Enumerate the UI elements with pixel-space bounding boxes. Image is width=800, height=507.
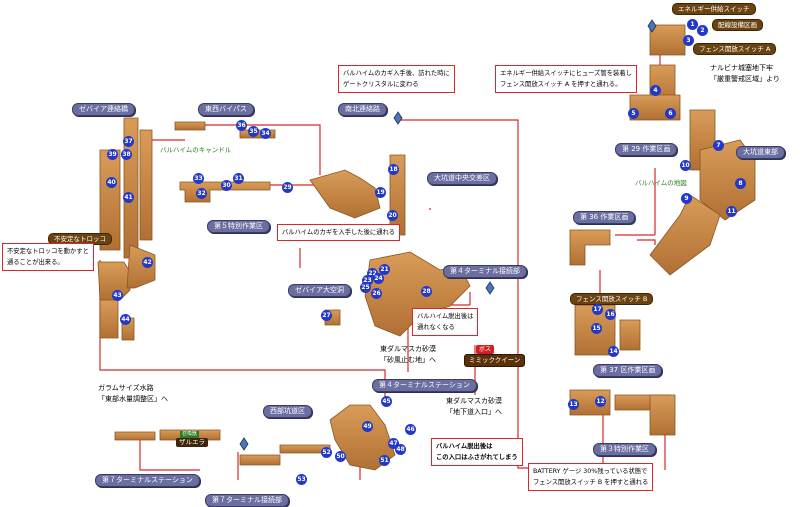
marker-3: 3 <box>683 35 694 46</box>
marker-6: 6 <box>665 108 676 119</box>
marker-47: 47 <box>388 438 399 449</box>
esper-zalera: ザルエラ <box>176 438 208 447</box>
area-thirty-seventh: 第 37 区作業区画 <box>593 364 663 377</box>
marker-42: 42 <box>142 257 153 268</box>
nalpina-exit-text: ナルビナ城塞地下牢「厳重警戒区域」より <box>710 64 780 83</box>
marker-28: 28 <box>421 286 432 297</box>
marker-50: 50 <box>335 451 346 462</box>
area-seventh-station: 第７ターミナルステーション <box>95 474 200 487</box>
marker-24: 24 <box>373 273 384 284</box>
marker-29: 29 <box>282 182 293 193</box>
marker-43: 43 <box>112 290 123 301</box>
dalmasca-sand-exit-text: 東ダルマスカ砂漠「砂風止む地」へ <box>380 345 436 364</box>
marker-37: 37 <box>123 136 134 147</box>
marker-26: 26 <box>371 288 382 299</box>
fuse-note: エネルギー供給スイッチにヒューズ管を装着しフェンス開放スイッチ A を押すと通れ… <box>495 65 637 93</box>
escape-block-note: バルハイム脱出後は通れなくなる <box>412 308 479 336</box>
marker-1: 1 <box>687 19 698 30</box>
marker-5: 5 <box>628 108 639 119</box>
marker-11: 11 <box>726 206 737 217</box>
area-fourth-station: 第４ターミナルステーション <box>372 379 477 392</box>
marker-49: 49 <box>362 421 373 432</box>
marker-52: 52 <box>321 447 332 458</box>
crystal-icon <box>239 437 249 451</box>
area-fourth-terminal-connect: 第４ターミナル接続部 <box>443 265 527 278</box>
marker-25: 25 <box>360 282 371 293</box>
marker-48: 48 <box>395 444 406 455</box>
map-item-label: バルハイムの地図 <box>635 179 687 187</box>
marker-18: 18 <box>388 164 399 175</box>
marker-19: 19 <box>375 187 386 198</box>
marker-30: 30 <box>221 180 232 191</box>
area-north-south-road: 南北連絡路 <box>338 103 387 116</box>
marker-12: 12 <box>595 396 606 407</box>
marker-40: 40 <box>106 177 117 188</box>
trolley-note: 不安定なトロッコを動かすと通ることが出来る。 <box>2 243 94 271</box>
escape-closed-note: バルハイム脱出後はこの入口はふさがれてしまう <box>431 438 523 466</box>
area-seventh-connect: 第７ターミナル接続部 <box>205 494 289 507</box>
area-west-mine: 西部坑道区 <box>263 405 312 418</box>
area-twenty-ninth: 第 29 作業区画 <box>615 143 678 156</box>
marker-2: 2 <box>697 25 708 36</box>
marker-16: 16 <box>605 309 616 320</box>
area-big-pit-east: 大坑道東部 <box>736 146 785 159</box>
marker-15: 15 <box>591 323 602 334</box>
boss-mimic-queen: ミミッククイーン <box>464 354 526 367</box>
marker-46: 46 <box>405 424 416 435</box>
area-east-west-bypass: 東西バイパス <box>198 103 254 116</box>
marker-21: 21 <box>379 264 390 275</box>
distribution-room-label: 配線設備区画 <box>712 19 763 31</box>
energy-switch-label: エネルギー供給スイッチ <box>672 3 756 15</box>
marker-38: 38 <box>121 149 132 160</box>
marker-9: 9 <box>681 193 692 204</box>
marker-33: 33 <box>193 173 204 184</box>
marker-22: 22 <box>367 268 378 279</box>
esper-tag: 召喚獣 <box>180 431 200 438</box>
marker-35: 35 <box>248 126 259 137</box>
area-thirty-sixth: 第 36 作業区画 <box>573 211 636 224</box>
marker-51: 51 <box>379 455 390 466</box>
marker-13: 13 <box>568 399 579 410</box>
battery-note: BATTERY ゲージ 30%残っている状態でフェンス開放スイッチ B を押すと… <box>528 463 654 491</box>
marker-10: 10 <box>680 160 691 171</box>
crystal-icon <box>485 281 495 295</box>
marker-27: 27 <box>321 310 332 321</box>
after-key-note: バルハイムのカギを入手した後に通れる <box>277 224 401 241</box>
marker-31: 31 <box>233 173 244 184</box>
area-big-pit-center: 大坑道中央交差区 <box>427 172 497 185</box>
candle-label: バルハイムのキャンドル <box>160 146 232 154</box>
crystal-icon <box>393 111 403 125</box>
marker-34: 34 <box>260 128 271 139</box>
gate-crystal-note: バルハイムのカギ入手後、訪れた時にゲートクリスタルに変わる <box>338 65 455 93</box>
marker-41: 41 <box>123 192 134 203</box>
marker-44: 44 <box>120 314 131 325</box>
marker-17: 17 <box>592 304 603 315</box>
marker-8: 8 <box>735 178 746 189</box>
marker-39: 39 <box>107 149 118 160</box>
marker-45: 45 <box>381 396 392 407</box>
dalmasca-under-exit-text: 東ダルマスカ砂漠「地下道入口」へ <box>446 397 502 416</box>
marker-4: 4 <box>650 85 661 96</box>
crystal-icon <box>647 19 657 33</box>
area-zebaia-cavern: ゼバイア大空洞 <box>288 284 351 297</box>
boss-tag: ボス <box>476 345 495 354</box>
save-crystals <box>239 19 657 451</box>
marker-36: 36 <box>236 120 247 131</box>
marker-7: 7 <box>713 140 724 151</box>
garamsythe-exit-text: ガラムサイズ水路「東部水量調整区」へ <box>98 384 168 403</box>
fence-a-switch-label: フェンス開放スイッチ A <box>693 43 777 55</box>
marker-23: 23 <box>362 275 373 286</box>
area-third-special: 第３特別作業区 <box>593 443 656 456</box>
area-zebaia-connect: ゼバイア連絡橋 <box>72 103 135 116</box>
marker-20: 20 <box>387 210 398 221</box>
marker-32: 32 <box>196 188 207 199</box>
fence-b-switch-label: フェンス開放スイッチ B <box>570 293 654 305</box>
marker-53: 53 <box>296 474 307 485</box>
marker-14: 14 <box>608 346 619 357</box>
area-fifth-special: 第５特別作業区 <box>207 220 270 233</box>
